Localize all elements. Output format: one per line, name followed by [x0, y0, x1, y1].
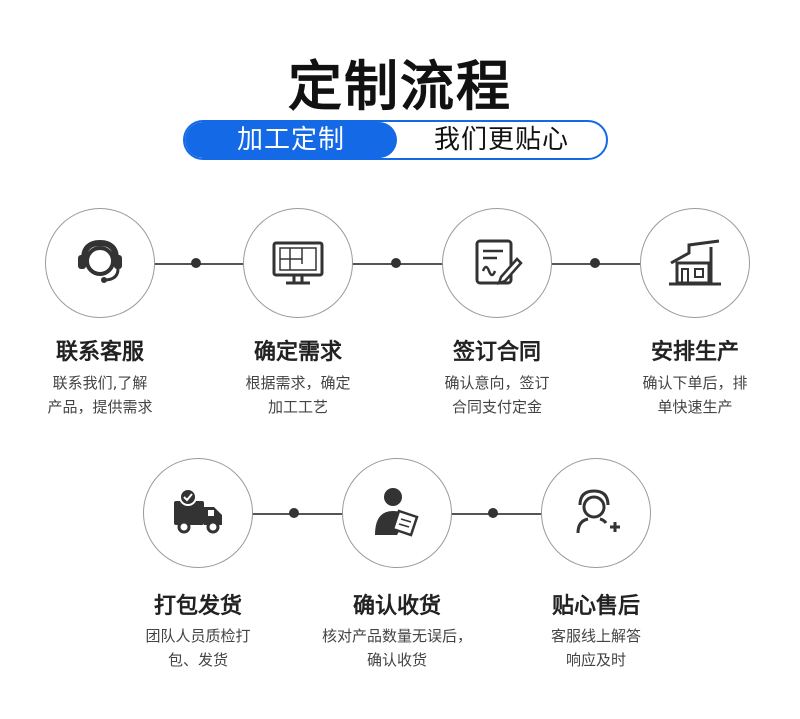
connector-dot [488, 508, 498, 518]
step-circle-shipping [143, 458, 253, 568]
contract-sign-icon [475, 239, 523, 285]
step-title: 签订合同 [452, 340, 541, 365]
support-agent-icon [576, 489, 620, 534]
step-desc-line2: 响应及时 [565, 651, 626, 669]
step-title: 确认收货 [352, 594, 441, 619]
connector-dot [191, 258, 201, 268]
page-title: 定制流程 [288, 55, 512, 118]
step-title: 贴心售后 [551, 594, 640, 619]
connector-dot [289, 508, 299, 518]
subtitle-pill-right: 我们更贴心 [433, 125, 569, 155]
step-circle-production [640, 208, 750, 318]
step-circle-contract [442, 208, 552, 318]
step-circle-contact [45, 208, 155, 318]
step-desc-line2: 产品，提供需求 [47, 398, 153, 416]
headset-icon [78, 239, 122, 283]
step-desc-line1: 客服线上解答 [550, 627, 641, 645]
monitor-blueprint-icon [272, 241, 324, 285]
step-desc-line2: 包、发货 [167, 651, 228, 669]
step-desc-line1: 根据需求，确定 [245, 374, 351, 392]
step-title: 安排生产 [650, 340, 739, 365]
step-desc-line2: 单快速生产 [657, 398, 733, 416]
step-desc-line1: 联系我们,了解 [52, 374, 148, 392]
step-desc-line2: 确认收货 [366, 651, 427, 669]
subtitle-pill: 加工定制 我们更贴心 [183, 120, 608, 160]
step-desc-line1: 确认意向，签订 [444, 374, 550, 392]
connector-dot [590, 258, 600, 268]
delivery-truck-icon [174, 488, 222, 534]
step-circle-receipt [342, 458, 452, 568]
step-circle-after-sales [541, 458, 651, 568]
step-title: 确定需求 [253, 340, 342, 365]
step-title: 打包发货 [153, 594, 242, 619]
step-desc-line1: 核对产品数量无误后， [321, 627, 472, 645]
step-desc-line1: 确认下单后，排 [642, 374, 748, 392]
step-title: 联系客服 [55, 340, 144, 365]
person-document-icon [375, 488, 419, 537]
connector-dot [391, 258, 401, 268]
step-desc-line2: 合同支付定金 [451, 398, 542, 416]
step-desc-line2: 加工工艺 [267, 398, 328, 416]
step-desc-line1: 团队人员质检打 [145, 627, 251, 645]
subtitle-pill-left: 加工定制 [185, 122, 397, 158]
step-circle-requirements [243, 208, 353, 318]
factory-icon [669, 239, 721, 286]
